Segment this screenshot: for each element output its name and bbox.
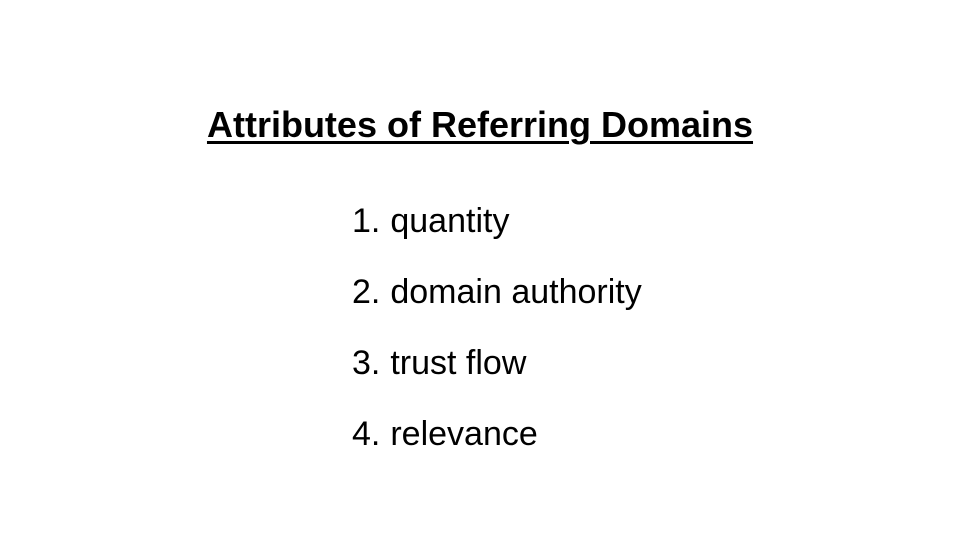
list-item: 1.quantity (352, 197, 642, 245)
list-item: 3.trust flow (352, 339, 642, 387)
list-item-number: 3. (352, 344, 381, 382)
slide-title: Attributes of Referring Domains (0, 97, 960, 153)
attribute-list: 1.quantity 2.domain authority 3.trust fl… (352, 197, 642, 481)
list-item-number: 1. (352, 202, 381, 240)
list-item-label: trust flow (390, 344, 527, 382)
list-item-label: quantity (390, 202, 510, 240)
list-item-number: 2. (352, 273, 381, 311)
slide-title-text: Attributes of Referring Domains (206, 104, 754, 145)
list-item-label: relevance (390, 415, 538, 453)
list-item: 4.relevance (352, 410, 642, 458)
list-item-number: 4. (352, 415, 381, 453)
list-item-label: domain authority (390, 273, 642, 311)
list-item: 2.domain authority (352, 268, 642, 316)
